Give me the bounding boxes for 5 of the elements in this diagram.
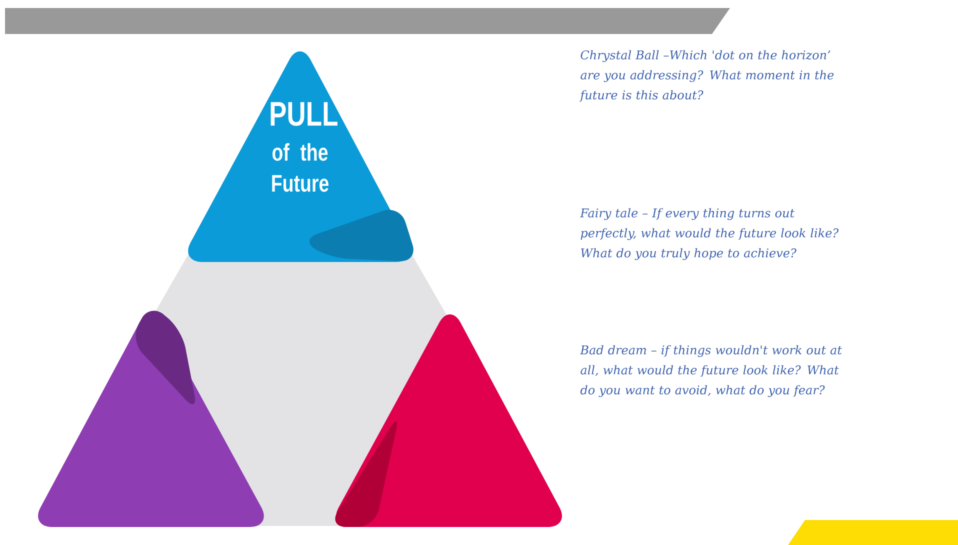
triangle-shape (38, 310, 264, 527)
question-text: Chrystal Ball –Which 'dot on the horizon’ are you addressing? What moment in the future is this about? (579, 50, 834, 102)
question-text: Fairy tale – If every thing turns out perfectly, what would the future look like? What do you truly hope to achieve? (580, 208, 839, 260)
question-text: Bad dream – if things wouldn't work out at all, what would the future look like? What do you want to avoid, what do you fear? (580, 345, 842, 397)
triangle-shape (335, 314, 562, 527)
